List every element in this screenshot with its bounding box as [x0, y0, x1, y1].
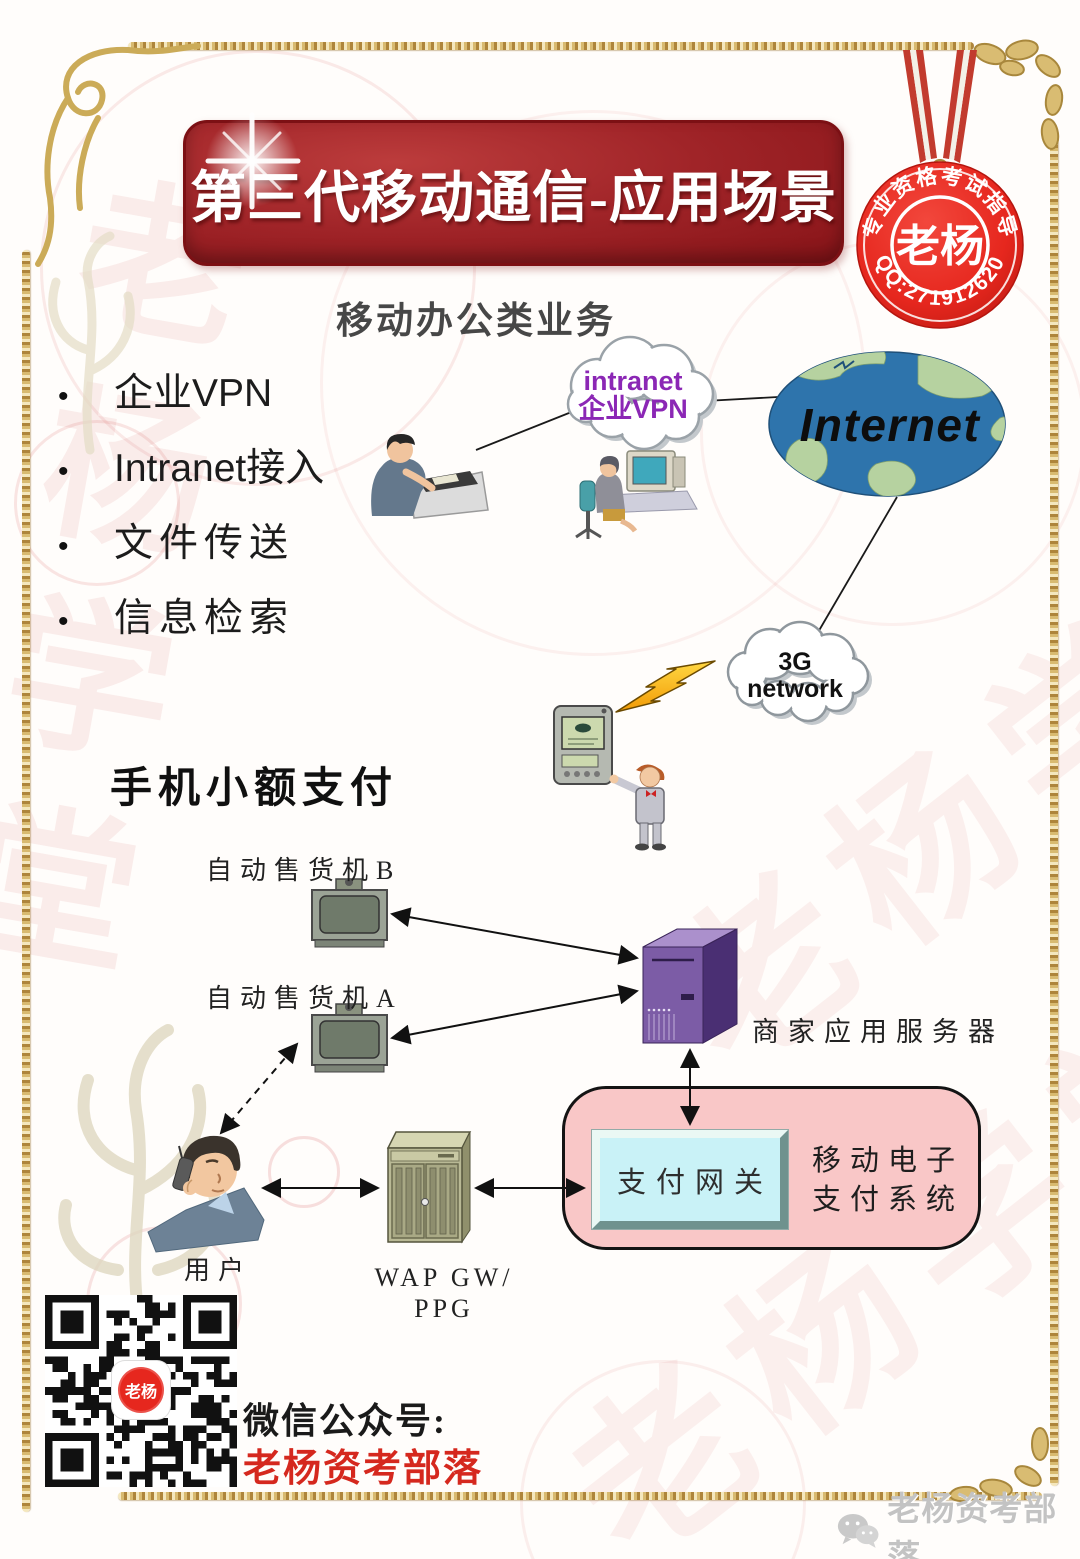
badge-ribbon — [903, 50, 977, 177]
network-links — [475, 396, 898, 635]
floral-ornament — [48, 231, 135, 455]
payment-system-label: 移动电子 支付系统 — [812, 1142, 964, 1220]
merchant-server — [642, 928, 738, 1044]
qr-logo-text: 老杨 — [124, 1384, 157, 1401]
g3-cloud-line1: 3G — [778, 648, 811, 676]
frame-bottom — [118, 1492, 1042, 1500]
wechat-icon — [837, 1513, 879, 1548]
list-item: • 文件传送 — [58, 512, 498, 587]
instructor-badge: 专业资格考试指导 QQ:271912620 老杨 — [856, 50, 1024, 329]
badge-name: 老杨 — [896, 222, 984, 271]
list-item: • Intranet接入 — [58, 437, 498, 512]
frame-corner-topright — [973, 39, 1064, 150]
wechat-account-name: 老杨资考部落 — [243, 1448, 484, 1490]
list-item: • 企业VPN — [58, 362, 498, 437]
sparkle-icon — [205, 112, 301, 210]
vending-machine-b — [311, 878, 388, 948]
bullet-text: Intranet接入 — [114, 447, 325, 490]
g3-network-cloud: 3G network — [726, 620, 872, 725]
woman-at-desktop-figure — [575, 450, 698, 539]
lightning-bolt — [615, 660, 716, 713]
pointing-man-figure — [609, 764, 666, 851]
bullet-dot: • — [58, 380, 69, 413]
frame-top — [128, 42, 974, 50]
bullet-dot: • — [58, 455, 69, 488]
bullet-list: • 企业VPN • Intranet接入 • 文件传送 • 信息检索 — [58, 362, 498, 662]
wap-gw-line1: WAP GW/ — [374, 1263, 514, 1292]
wap-gw-line2: PPG — [414, 1294, 474, 1323]
bullet-dot: • — [58, 530, 69, 563]
bullet-dot: • — [58, 605, 69, 638]
intranet-cloud: intranet 企业VPN — [566, 335, 717, 453]
page-title: 第三代移动通信-应用场景 — [190, 167, 837, 230]
intranet-cloud-line1: intranet — [583, 366, 682, 396]
heading-micro-payment: 手机小额支付 — [110, 766, 399, 812]
payment-system-line1: 移动电子 — [812, 1145, 965, 1177]
g3-cloud-line2: network — [747, 675, 843, 703]
bullet-text: 信息检索 — [114, 597, 295, 640]
vending-machine-b-label: 自动售货机B — [206, 856, 402, 885]
intranet-cloud-line2: 企业VPN — [578, 393, 688, 424]
payment-gateway-box: 支付网关 — [592, 1130, 788, 1229]
frame-corner-topleft — [35, 43, 201, 267]
qr-logo-circle: 老杨 — [118, 1367, 164, 1413]
wap-gateway-cabinet — [386, 1131, 472, 1244]
vending-machine-a-label: 自动售货机A — [206, 984, 403, 1013]
pda-device — [553, 705, 613, 785]
qr-center-logo: 老杨 — [112, 1361, 170, 1419]
payment-system-line2: 支付系统 — [812, 1184, 965, 1216]
corner-watermark-text: 老杨资考部落 — [887, 1490, 1058, 1559]
merchant-server-label: 商家应用服务器 — [752, 1017, 1004, 1047]
bullet-text: 文件传送 — [114, 522, 295, 565]
heading-mobile-office: 移动办公类业务 — [336, 301, 616, 342]
frame-left — [22, 250, 30, 1512]
bullet-text: 企业VPN — [114, 372, 273, 415]
watermark-circle — [520, 1360, 806, 1559]
corner-watermark: 老杨资考部落 — [836, 1482, 1080, 1559]
frame-right — [1050, 140, 1058, 1486]
watermark-circle — [268, 1136, 340, 1208]
wap-gateway-label: WAP GW/ PPG — [364, 1262, 524, 1324]
internet-globe-label: Internet — [800, 399, 981, 451]
title-banner: 第三代移动通信-应用场景 — [183, 112, 844, 266]
internet-globe: Internet — [768, 351, 1006, 497]
list-item: • 信息检索 — [58, 587, 498, 662]
payment-gateway-label: 支付网关 — [616, 1166, 773, 1199]
wechat-official-account-label: 微信公众号: — [243, 1401, 447, 1441]
frame-corner-bottomright — [949, 1427, 1049, 1503]
user-label: 用户 — [184, 1256, 253, 1285]
